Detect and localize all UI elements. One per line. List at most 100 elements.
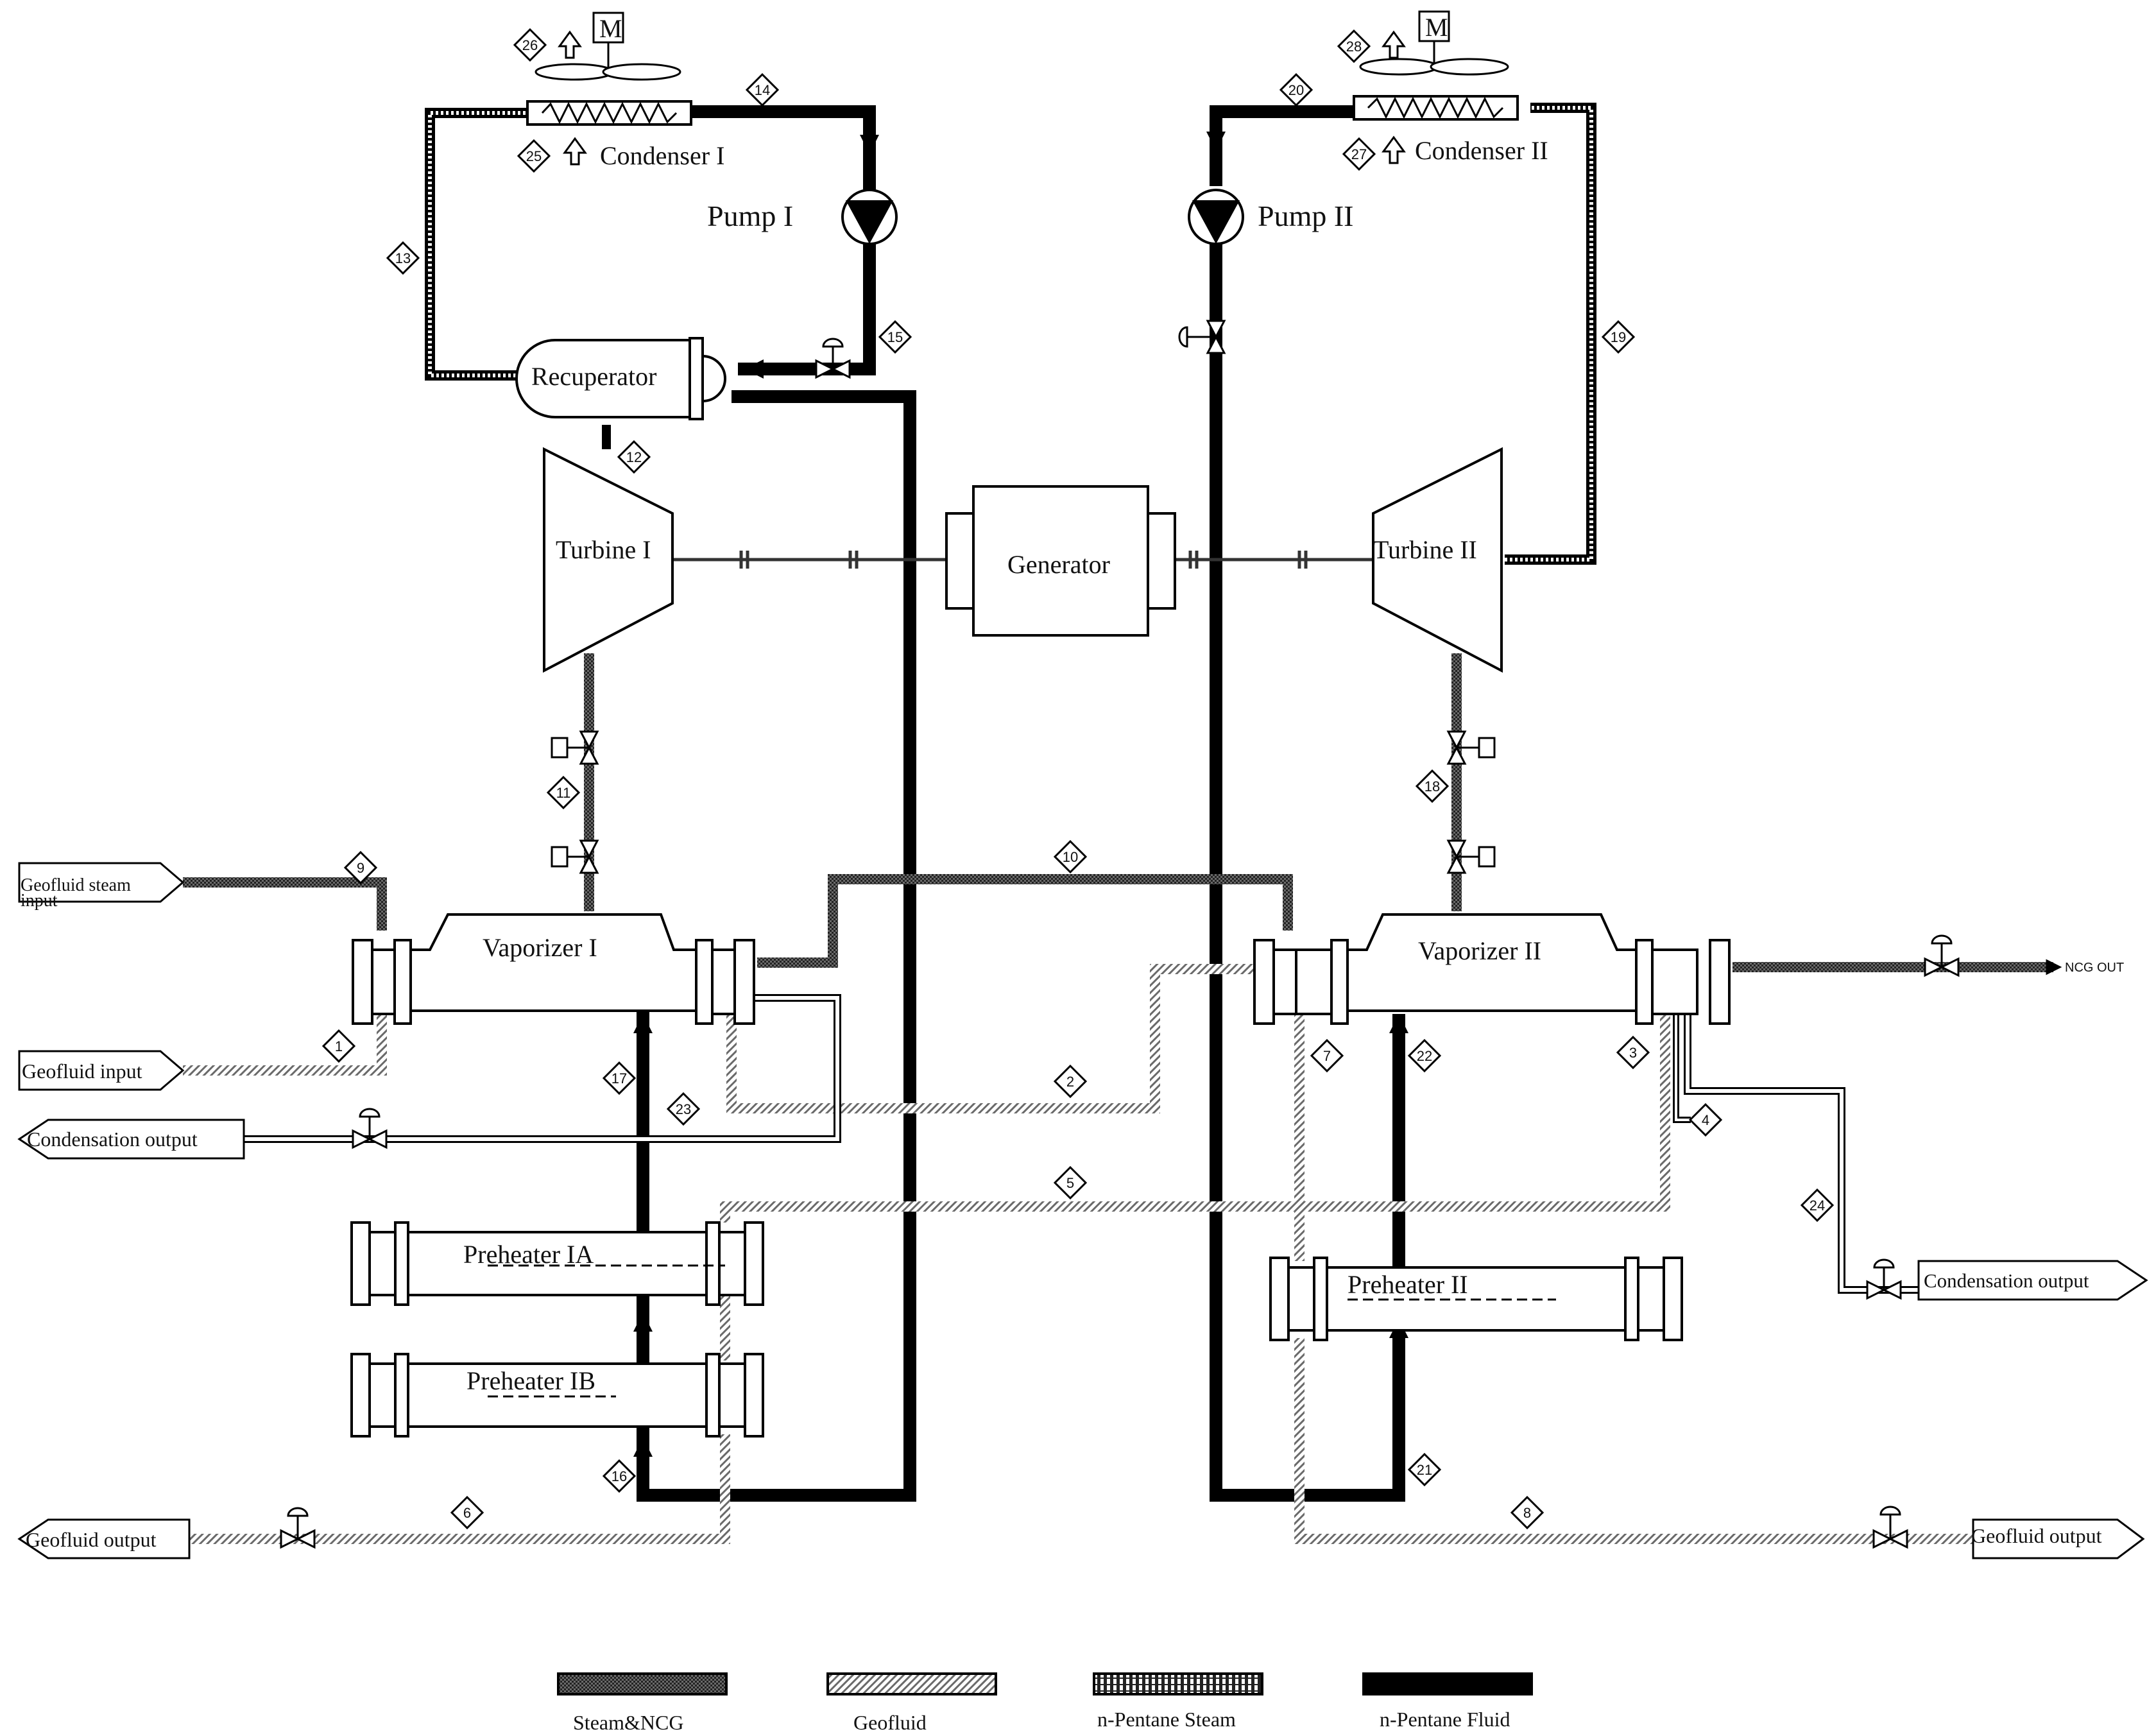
recuperator-label: Recuperator	[531, 362, 656, 391]
fan-motor-1: M	[535, 12, 681, 81]
stream-badge-9: 9	[343, 850, 378, 885]
svg-text:8: 8	[1523, 1505, 1531, 1521]
legend-pentane-fluid: n-Pentane Fluid	[1362, 1672, 1533, 1731]
svg-text:3: 3	[1629, 1045, 1637, 1061]
legend-steam-ncg: Steam&NCG	[557, 1672, 728, 1734]
svg-text:n-Pentane Fluid: n-Pentane Fluid	[1380, 1708, 1510, 1731]
stream-badge-4: 4	[1688, 1103, 1723, 1137]
svg-text:22: 22	[1417, 1048, 1432, 1064]
stream-badge-22: 22	[1407, 1038, 1442, 1073]
stream-badge-13: 13	[386, 241, 420, 275]
stream-badges: 1 2 3 4 5 6 7 8 9 10 11 12 13 14 15 16 1…	[321, 28, 1835, 1530]
svg-text:12: 12	[626, 449, 642, 465]
pump-1: Pump I	[707, 189, 898, 245]
pump-2: Pump II	[1188, 189, 1354, 245]
generator: Generator	[945, 485, 1176, 637]
svg-text:1: 1	[335, 1038, 343, 1054]
stream-badge-2: 2	[1053, 1064, 1088, 1099]
geofluid-output-left-label: Geofluid output	[26, 1528, 157, 1551]
svg-text:Geofluid: Geofluid	[853, 1711, 927, 1734]
svg-text:16: 16	[612, 1468, 627, 1484]
terminals	[17, 862, 2148, 1559]
stream-badge-26: 26	[513, 28, 547, 62]
condenser-1-label: Condenser I	[600, 141, 724, 170]
stream-badge-17: 17	[602, 1061, 637, 1095]
geofluid-steam-input-label-2: input	[21, 891, 58, 911]
geofluid-output-right-label: Geofluid output	[1971, 1524, 2102, 1547]
pump-1-label: Pump I	[707, 200, 793, 232]
svg-text:24: 24	[1810, 1197, 1825, 1214]
geofluid-output-left-terminal	[17, 1518, 191, 1559]
geofluid-input-terminal	[18, 1050, 185, 1091]
recuperator: Recuperator	[515, 337, 726, 420]
geofluid-input-label: Geofluid input	[22, 1060, 142, 1083]
vaporizer-1-label: Vaporizer I	[483, 933, 597, 962]
svg-text:2: 2	[1066, 1074, 1074, 1090]
motor-1-symbol: M	[599, 14, 622, 43]
stream-badge-12: 12	[617, 440, 651, 474]
geofluid-steam-input-label-1: Geofluid steam	[21, 875, 131, 895]
pump-2-label: Pump II	[1258, 200, 1354, 232]
ncg-out-label: NCG OUT	[2065, 961, 2124, 975]
turbine-1: Turbine I	[543, 447, 674, 673]
geofluid-lines	[183, 964, 1973, 1544]
svg-text:6: 6	[463, 1505, 471, 1521]
svg-text:25: 25	[526, 148, 542, 164]
generator-label: Generator	[1007, 550, 1110, 579]
terminal-labels: Geofluid steam input Geofluid input Cond…	[21, 875, 2124, 1551]
stream-badge-19: 19	[1601, 320, 1636, 354]
condenser-2: Condenser II	[1353, 95, 1548, 165]
condensation-output-left-label: Condensation output	[27, 1128, 198, 1151]
svg-text:28: 28	[1346, 39, 1362, 55]
geofluid-output-right-terminal	[1972, 1518, 2145, 1559]
stream-badge-15: 15	[878, 320, 912, 354]
stream-badge-18: 18	[1415, 769, 1450, 803]
stream-badge-23: 23	[666, 1092, 701, 1126]
stream-badge-11: 11	[546, 775, 581, 810]
condensation-output-right-terminal	[1917, 1260, 2148, 1301]
svg-text:n-Pentane Steam: n-Pentane Steam	[1097, 1708, 1236, 1731]
vaporizer-2: Vaporizer II	[1253, 913, 1731, 1025]
svg-text:14: 14	[755, 82, 770, 98]
condenser-2-label: Condenser II	[1415, 136, 1548, 165]
svg-text:11: 11	[556, 785, 571, 801]
condenser-1: Condenser I	[526, 100, 724, 170]
preheater-1b-label: Preheater IB	[466, 1366, 595, 1395]
preheater-2: Preheater II	[1269, 1257, 1683, 1341]
svg-text:15: 15	[887, 329, 903, 345]
legend-pentane-steam: n-Pentane Steam	[1093, 1672, 1263, 1731]
turbine-1-label: Turbine I	[556, 535, 651, 564]
svg-text:9: 9	[357, 860, 364, 876]
svg-text:Steam&NCG: Steam&NCG	[573, 1711, 683, 1734]
condensation-output-right-label: Condensation output	[1924, 1269, 2089, 1292]
stream-badge-1: 1	[321, 1029, 356, 1063]
svg-text:5: 5	[1066, 1175, 1074, 1191]
stream-badge-21: 21	[1407, 1452, 1442, 1487]
preheater-1b: Preheater IB	[350, 1353, 764, 1438]
air-flow-arrows	[558, 30, 1406, 166]
preheater-2-label: Preheater II	[1348, 1270, 1468, 1299]
stream-badge-27: 27	[1342, 137, 1376, 171]
stream-badge-16: 16	[602, 1459, 637, 1493]
svg-text:19: 19	[1611, 329, 1626, 345]
preheater-1a: Preheater IA	[350, 1221, 764, 1306]
legend-geofluid: Geofluid	[826, 1672, 997, 1734]
stream-badge-8: 8	[1510, 1495, 1544, 1530]
stream-badge-6: 6	[450, 1495, 484, 1530]
motor-2-symbol: M	[1425, 13, 1448, 42]
stream-badge-24: 24	[1800, 1188, 1835, 1223]
legend: Steam&NCG Geofluid n-Pentane Steam n-Pen…	[557, 1672, 1533, 1734]
ncg-out-arrow	[2046, 959, 2062, 975]
geofluid-steam-input-terminal	[18, 862, 185, 903]
pentane-steam-lines	[425, 103, 1596, 565]
stream-badge-10: 10	[1053, 839, 1088, 874]
svg-text:10: 10	[1063, 849, 1078, 865]
vaporizer-1: Vaporizer I	[352, 913, 755, 1025]
stream-badge-14: 14	[745, 73, 780, 107]
stream-badge-25: 25	[517, 139, 551, 173]
svg-text:21: 21	[1417, 1462, 1432, 1478]
valves	[280, 320, 1960, 1549]
vaporizer-2-label: Vaporizer II	[1418, 936, 1541, 965]
fan-motor-2: M	[1359, 10, 1509, 76]
